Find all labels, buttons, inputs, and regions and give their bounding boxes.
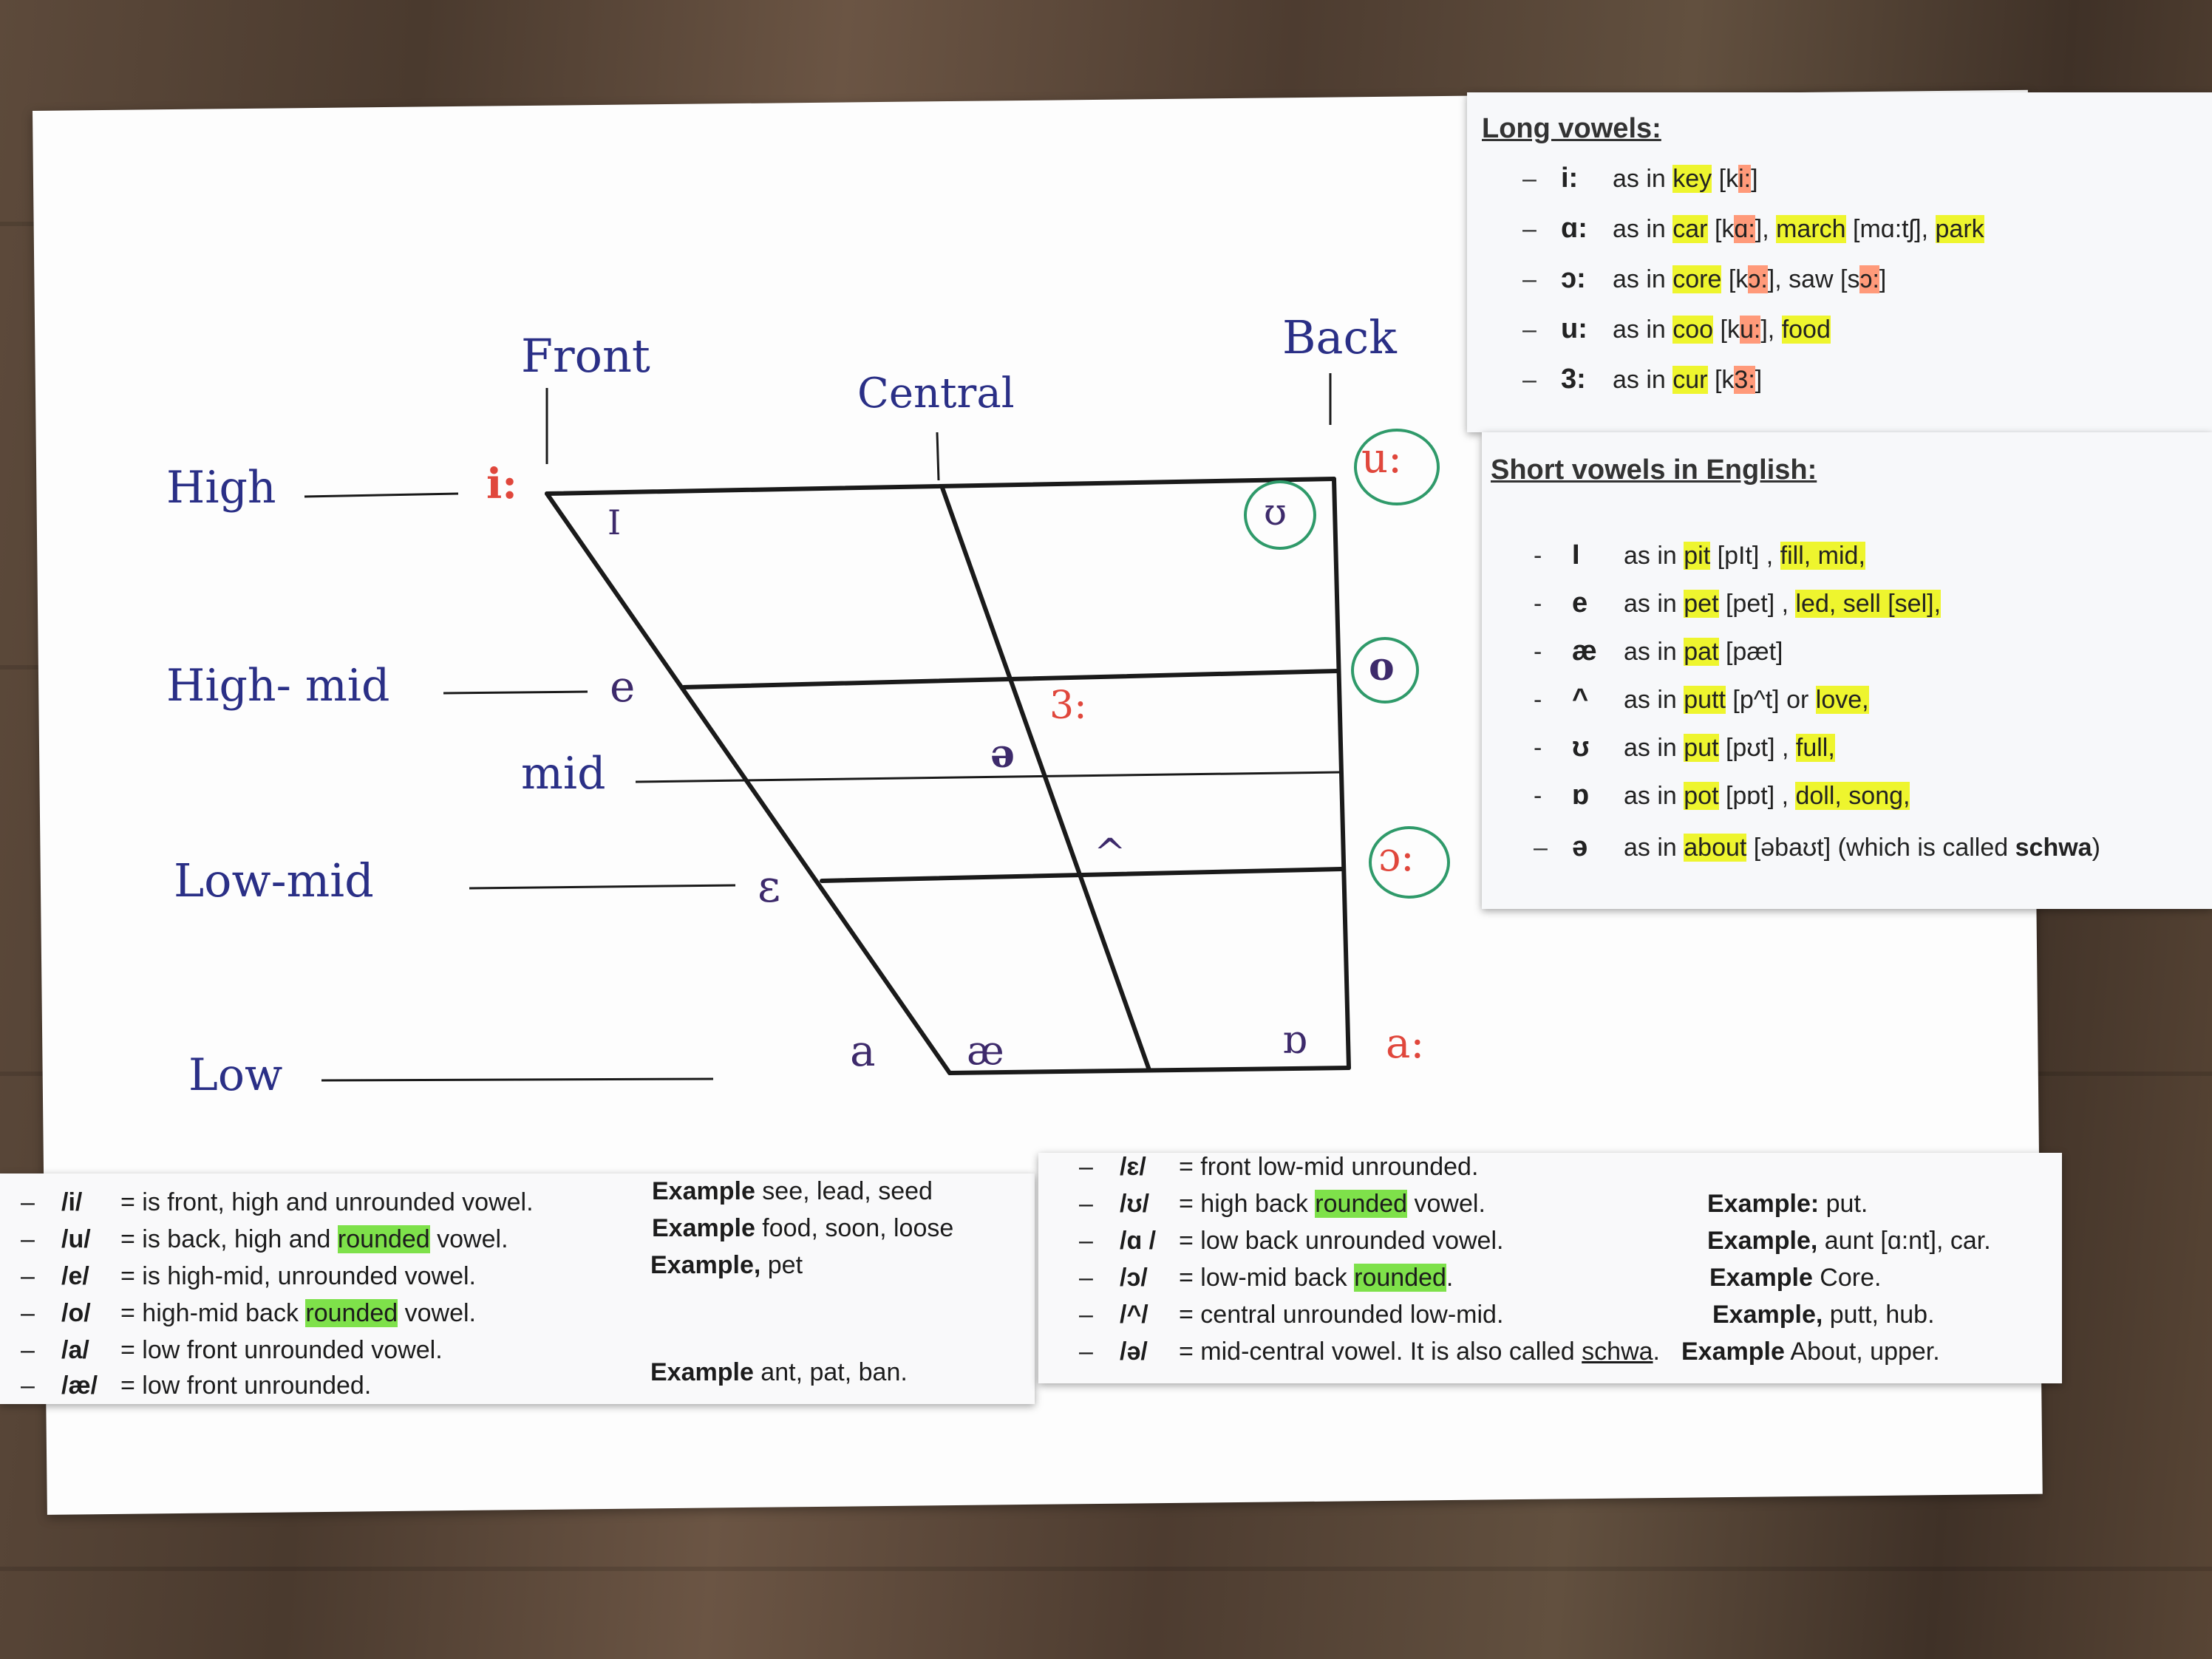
mid-line <box>635 771 1340 783</box>
vowel-symbol: æ <box>1572 636 1597 667</box>
column-label-back: Back <box>1282 310 1397 364</box>
high-tick <box>304 492 459 498</box>
description-row: –/æ/= low front unrounded. <box>21 1372 372 1400</box>
example-row: Example food, soon, loose <box>652 1214 954 1242</box>
vowel-a-long: a: <box>1386 1020 1425 1068</box>
vowel-a: a <box>850 1026 876 1076</box>
description-row: –/ə/= mid-central vowel. It is also call… <box>1079 1338 1660 1366</box>
example-row: Example, pet <box>650 1251 803 1279</box>
long-vowel-item: –ɔ:as in core [kɔ:], saw [sɔ:] <box>1522 263 1887 294</box>
example-row: Example About, upper. <box>1681 1338 1940 1366</box>
vowel-symbol: u: <box>1561 313 1587 344</box>
long-vowels-card: Long vowels: –i:as in key [ki:] –ɑ:as in… <box>1467 92 2212 432</box>
low-tick <box>321 1077 714 1082</box>
vowel-i-long: i: <box>486 460 517 508</box>
short-vowels-title: Short vowels in English: <box>1491 454 1817 486</box>
description-strip-left: –/i/= is front, high and unrounded vowel… <box>0 1173 1035 1404</box>
high-mid-tick <box>443 690 588 695</box>
long-vowel-item: –3:as in cur [k3:] <box>1522 364 1763 395</box>
vowel-symbol: ə <box>1572 831 1588 862</box>
vowel-symbol: i: <box>1561 163 1579 194</box>
low-mid-line <box>820 867 1344 883</box>
low-mid-tick <box>469 884 736 890</box>
vowel-symbol: ^ <box>1572 684 1589 715</box>
vowel-o-long: ɔ: <box>1378 834 1415 880</box>
vowel-caret: ^ <box>1094 831 1126 876</box>
right-edge <box>1332 477 1351 1070</box>
vowel-symbol: ɑ: <box>1561 213 1587 244</box>
description-row: –/ʊ/= high back rounded vowel. <box>1079 1190 1486 1218</box>
long-vowel-item: –i:as in key [ki:] <box>1522 163 1758 194</box>
description-row: –/e/= is high-mid, unrounded vowel. <box>21 1262 476 1290</box>
description-row: –/ɛ/= front low-mid unrounded. <box>1079 1153 1479 1181</box>
row-label-low-mid: Low-mid <box>174 854 374 907</box>
central-line <box>940 486 1151 1072</box>
description-row: –/ɑ /= low back unrounded vowel. <box>1079 1227 1504 1255</box>
description-row: –/^/= central unrounded low-mid. <box>1079 1301 1504 1329</box>
example-row: Example, putt, hub. <box>1712 1301 1935 1329</box>
long-vowel-item: –ɑ:as in car [kɑ:], march [mɑ:tʃ], park <box>1522 213 1984 244</box>
vowel-er-long: 3: <box>1049 684 1087 728</box>
description-row: –/o/= high-mid back rounded vowel. <box>21 1299 477 1327</box>
vowel-o: o <box>1369 644 1395 689</box>
vowel-I: I <box>608 503 622 542</box>
example-row: Example Core. <box>1709 1264 1882 1292</box>
vowel-symbol: ʊ <box>1572 732 1590 763</box>
long-vowel-item: –u:as in coo [ku:], food <box>1522 313 1831 344</box>
front-edge <box>545 491 952 1075</box>
long-vowels-title: Long vowels: <box>1482 113 1661 144</box>
vowel-ae: æ <box>967 1027 1004 1074</box>
example-row: Example see, lead, seed <box>652 1177 933 1205</box>
vowel-schwa: ə <box>990 732 1015 777</box>
vowel-symbol: 3: <box>1561 364 1586 395</box>
column-label-front: Front <box>521 329 650 383</box>
description-row: –/ɔ/= low-mid back rounded. <box>1079 1264 1454 1292</box>
example-row: Example, aunt [ɑ:nt], car. <box>1707 1227 1991 1255</box>
circle-U <box>1244 480 1316 550</box>
vowel-e: e <box>610 661 636 712</box>
row-label-low: Low <box>188 1049 283 1101</box>
vowel-epsilon: ɛ <box>758 861 781 913</box>
description-row: –/u/= is back, high and rounded vowel. <box>21 1225 508 1253</box>
column-label-central: Central <box>857 369 1015 418</box>
circle-o <box>1351 637 1419 704</box>
vowel-symbol: I <box>1572 539 1580 570</box>
example-row: Example ant, pat, ban. <box>650 1358 908 1386</box>
circle-u-long <box>1354 429 1440 505</box>
row-label-high: High <box>166 462 276 514</box>
circle-o-long <box>1369 826 1450 899</box>
description-row: –/i/= is front, high and unrounded vowel… <box>21 1188 534 1216</box>
high-mid-line <box>681 669 1340 689</box>
short-vowel-item: -^as in putt [p^t] or love, <box>1534 684 1869 715</box>
vowel-U: ʊ <box>1264 491 1287 534</box>
vowel-turned-script-a: ɒ <box>1282 1018 1307 1063</box>
top-edge <box>545 477 1336 496</box>
vowel-symbol: ɒ <box>1572 780 1590 811</box>
description-strip-right: –/ɛ/= front low-mid unrounded. –/ʊ/= hig… <box>1038 1153 2062 1383</box>
example-row: Example: put. <box>1707 1190 1868 1218</box>
description-row: –/a/= low front unrounded vowel. <box>21 1336 443 1364</box>
central-marker <box>936 432 940 481</box>
vowel-symbol: ɔ: <box>1561 263 1586 294</box>
row-label-mid: mid <box>521 748 606 800</box>
vowel-u-long: u: <box>1361 435 1402 483</box>
row-label-high-mid: High- mid <box>166 660 390 712</box>
vowel-symbol: e <box>1572 587 1588 619</box>
